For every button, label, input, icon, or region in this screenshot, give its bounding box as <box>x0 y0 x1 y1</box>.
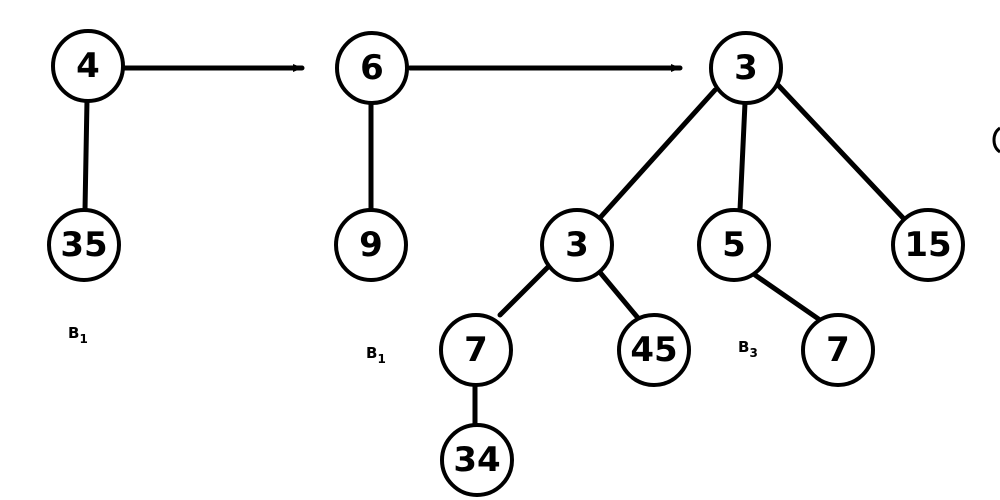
tree-label-1: B1 <box>68 324 88 346</box>
svg-text:34: 34 <box>453 440 500 480</box>
node-34: 34 <box>440 423 514 497</box>
svg-text:9: 9 <box>359 225 383 265</box>
svg-text:7: 7 <box>826 330 850 370</box>
node-7-right: 7 <box>801 313 875 387</box>
edge-3-3 <box>595 87 718 223</box>
tree-label-2: B1 <box>366 344 386 366</box>
node-4: 4 <box>51 29 125 103</box>
svg-text:15: 15 <box>904 225 951 265</box>
svg-text:6: 6 <box>360 48 384 88</box>
edge-3-5 <box>737 100 748 213</box>
svg-text:4: 4 <box>76 46 100 86</box>
edge-3-45 <box>595 267 641 321</box>
node-7-left: 7 <box>439 313 513 387</box>
node-3-child: 3 <box>540 208 614 282</box>
node-45: 45 <box>617 313 691 387</box>
svg-text:5: 5 <box>722 225 746 265</box>
svg-text:45: 45 <box>630 330 677 370</box>
svg-text:3: 3 <box>734 48 758 88</box>
edge-3-7 <box>497 262 553 318</box>
svg-text:35: 35 <box>60 225 107 265</box>
svg-text:3: 3 <box>565 225 589 265</box>
node-5: 5 <box>697 208 771 282</box>
node-6: 6 <box>335 31 409 105</box>
edge-3-15 <box>775 82 908 223</box>
edge-fragment-glyph <box>992 126 1000 154</box>
node-9: 9 <box>334 208 408 282</box>
node-15: 15 <box>891 208 965 282</box>
node-35: 35 <box>47 208 121 282</box>
edge-4-35 <box>82 97 90 213</box>
node-3-root: 3 <box>709 31 783 105</box>
edge-5-7 <box>752 272 823 323</box>
tree-label-3: B3 <box>738 338 758 360</box>
svg-text:7: 7 <box>464 330 488 370</box>
